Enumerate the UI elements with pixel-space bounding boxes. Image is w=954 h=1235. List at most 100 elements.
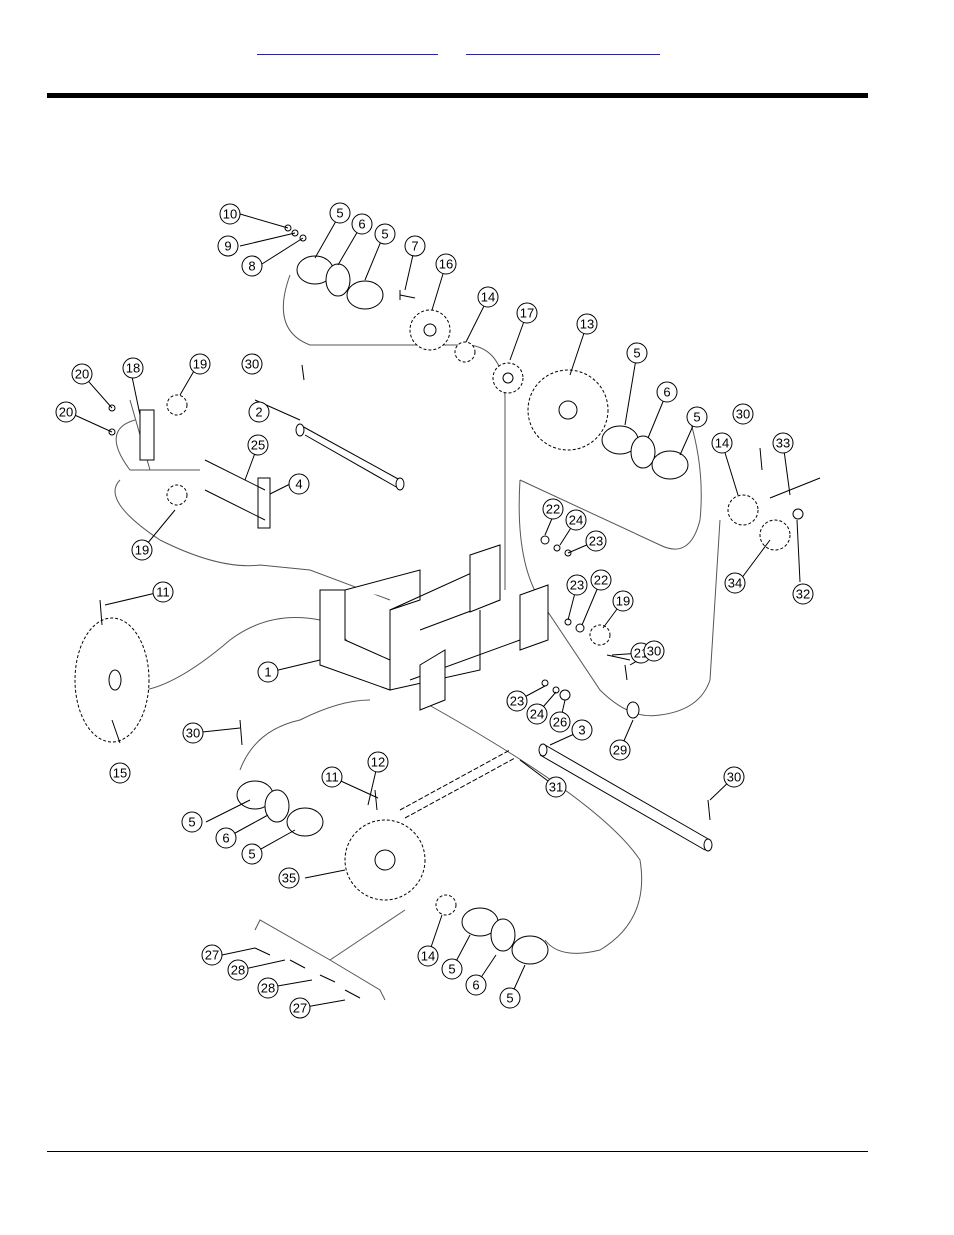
callout-label: 28 — [231, 963, 245, 978]
callout-14: 14 — [711, 432, 733, 454]
callout-circle — [516, 302, 538, 324]
callout-label: 14 — [715, 436, 729, 451]
callout-label: 5 — [693, 410, 700, 425]
callout-circle — [404, 235, 426, 257]
callout-14: 14 — [417, 945, 439, 967]
callout-label: 19 — [616, 594, 630, 609]
callout-label: 10 — [223, 207, 237, 222]
callout-28: 28 — [227, 959, 249, 981]
callout-label: 11 — [156, 585, 170, 600]
callout-5: 5 — [329, 202, 351, 224]
header-rule — [47, 93, 868, 98]
callout-19: 19 — [131, 539, 153, 561]
callout-label: 5 — [248, 847, 255, 862]
callout-circle — [626, 342, 648, 364]
callout-circle — [152, 581, 174, 603]
callout-circle — [219, 203, 241, 225]
callout-label: 25 — [251, 438, 265, 453]
callout-circle — [288, 473, 310, 495]
callout-circle — [109, 762, 131, 784]
callout-5: 5 — [626, 342, 648, 364]
callout-2: 2 — [248, 401, 270, 423]
callout-circle — [571, 719, 593, 741]
callout-20: 20 — [55, 401, 77, 423]
callout-label: 30 — [245, 357, 259, 372]
callout-20: 20 — [71, 363, 93, 385]
callout-11: 11 — [152, 581, 174, 603]
callout-label: 18 — [126, 361, 140, 376]
callout-label: 5 — [506, 991, 513, 1006]
callout-label: 5 — [336, 206, 343, 221]
callout-14: 14 — [477, 286, 499, 308]
callout-circle — [565, 509, 587, 531]
callout-12: 12 — [367, 751, 389, 773]
header-link-left[interactable] — [257, 40, 438, 55]
callout-19: 19 — [189, 353, 211, 375]
callout-label: 20 — [59, 405, 73, 420]
callout-label: 7 — [411, 239, 418, 254]
callout-circle — [499, 987, 521, 1009]
callout-circle — [612, 590, 634, 612]
callout-label: 17 — [520, 306, 534, 321]
callout-30: 30 — [643, 640, 665, 662]
callout-5: 5 — [241, 843, 263, 865]
callout-circle — [435, 253, 457, 275]
callout-circle — [711, 432, 733, 454]
callout-circle — [643, 640, 665, 662]
callout-label: 3 — [578, 723, 585, 738]
callout-circle — [201, 944, 223, 966]
callout-23: 23 — [506, 690, 528, 712]
callout-label: 23 — [570, 578, 584, 593]
callout-6: 6 — [351, 213, 373, 235]
callout-label: 4 — [295, 477, 302, 492]
callout-group: 1234555555556666789101111121314141415161… — [55, 202, 814, 1019]
callout-label: 13 — [580, 317, 594, 332]
callout-label: 6 — [222, 831, 229, 846]
callout-circle — [477, 286, 499, 308]
callout-label: 30 — [736, 407, 750, 422]
callout-label: 15 — [113, 766, 127, 781]
callout-label: 24 — [569, 513, 583, 528]
callout-label: 22 — [546, 502, 560, 517]
callout-9: 9 — [217, 235, 239, 257]
callout-label: 27 — [205, 948, 219, 963]
callout-circle — [215, 827, 237, 849]
callout-label: 12 — [371, 755, 385, 770]
callout-30: 30 — [732, 403, 754, 425]
callout-label: 11 — [325, 770, 339, 785]
callout-label: 6 — [472, 978, 479, 993]
callout-label: 29 — [613, 743, 627, 758]
callout-label: 27 — [293, 1001, 307, 1016]
callout-label: 6 — [663, 385, 670, 400]
callout-5: 5 — [686, 406, 708, 428]
callout-30: 30 — [723, 766, 745, 788]
callout-circle — [248, 401, 270, 423]
callout-circle — [590, 569, 612, 591]
callout-29: 29 — [609, 739, 631, 761]
callout-28: 28 — [257, 977, 279, 999]
callout-circle — [241, 255, 263, 277]
callout-label: 2 — [255, 405, 262, 420]
callout-circle — [465, 974, 487, 996]
callout-label: 1 — [264, 665, 271, 680]
callout-label: 26 — [553, 715, 567, 730]
callout-19: 19 — [612, 590, 634, 612]
callout-23: 23 — [585, 530, 607, 552]
callout-23: 23 — [566, 574, 588, 596]
callout-circle — [441, 958, 463, 980]
callout-22: 22 — [542, 498, 564, 520]
callout-circle — [55, 401, 77, 423]
callout-6: 6 — [656, 381, 678, 403]
callout-label: 22 — [594, 573, 608, 588]
callout-label: 19 — [135, 543, 149, 558]
callout-circle — [609, 739, 631, 761]
callout-label: 32 — [796, 587, 810, 602]
header-link-right[interactable] — [466, 40, 660, 55]
callout-27: 27 — [289, 997, 311, 1019]
callout-label: 23 — [510, 694, 524, 709]
callout-16: 16 — [435, 253, 457, 275]
callout-circle — [329, 202, 351, 224]
callout-circle — [351, 213, 373, 235]
callout-circle — [576, 313, 598, 335]
callout-circle — [181, 811, 203, 833]
